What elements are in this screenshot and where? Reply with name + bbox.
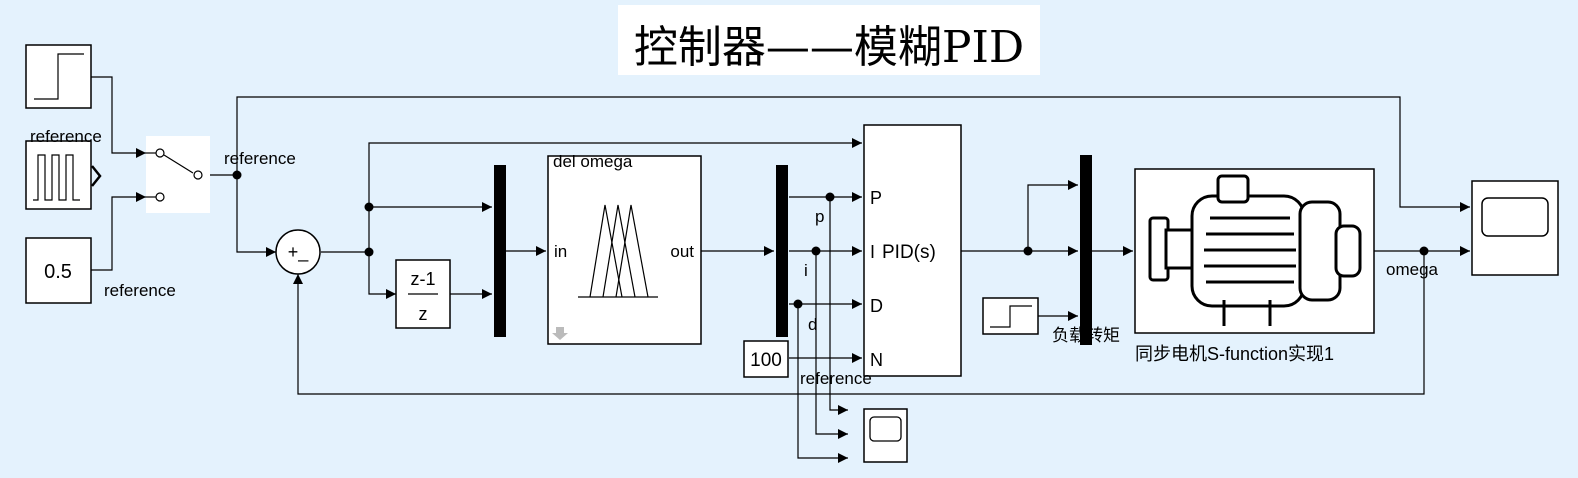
pid-controller-block[interactable]: P I PID(s) D N	[863, 124, 962, 377]
signal-label-omega: omega	[1386, 260, 1439, 279]
mux-block-1[interactable]	[494, 165, 506, 337]
motor-block-name: 同步电机S-function实现1	[1135, 344, 1334, 364]
constant-block[interactable]: 0.5	[25, 237, 92, 304]
n-constant-block[interactable]: 100	[743, 340, 789, 378]
junction-dots	[232, 170, 1429, 309]
title-annotation: 控制器——模糊PID	[618, 5, 1040, 75]
signal-label-reference-bus: reference	[800, 369, 872, 388]
signal-label-reference-bottom: reference	[104, 281, 176, 300]
pid-scope-block[interactable]	[863, 408, 908, 463]
signal-label-i: i	[804, 261, 808, 280]
fuzzy-controller-block[interactable]: in out	[547, 155, 702, 345]
fuzzy-out-port: out	[670, 242, 694, 261]
signal-label-reference-switch: reference	[224, 149, 296, 168]
load-step-block[interactable]	[982, 297, 1039, 335]
signal-label-reference-top: reference	[30, 127, 102, 146]
pulse-generator-block[interactable]	[25, 140, 102, 210]
page-title: 控制器——模糊PID	[633, 22, 1025, 73]
demux-block[interactable]	[776, 165, 788, 337]
step-source-block[interactable]	[25, 44, 92, 109]
synchronous-motor-block[interactable]	[1134, 168, 1375, 334]
discrete-derivative-block[interactable]: z-1 z	[395, 259, 451, 329]
sum-block[interactable]: +_	[275, 229, 321, 275]
pid-port-p: P	[870, 188, 882, 208]
signal-label-d: d	[808, 315, 817, 334]
pid-port-n: N	[870, 350, 883, 370]
mux-block-2[interactable]	[1080, 155, 1092, 345]
fuzzy-in-port: in	[554, 242, 567, 261]
fuzzy-block-name: del omega	[553, 152, 633, 171]
constant-value: 0.5	[44, 261, 72, 283]
pid-port-d: D	[870, 296, 883, 316]
signal-label-p: p	[815, 207, 824, 226]
sum-signs: +_	[288, 242, 310, 263]
pid-port-i: I	[870, 242, 875, 262]
output-scope-block[interactable]	[1471, 180, 1559, 276]
derivative-denominator: z	[419, 304, 428, 324]
derivative-numerator: z-1	[410, 269, 435, 289]
manual-switch-block[interactable]	[146, 136, 210, 213]
motor-icon	[1148, 174, 1362, 326]
link-arrow-icon	[552, 327, 568, 340]
n-constant-value: 100	[750, 350, 782, 371]
pid-label: PID(s)	[882, 242, 936, 263]
